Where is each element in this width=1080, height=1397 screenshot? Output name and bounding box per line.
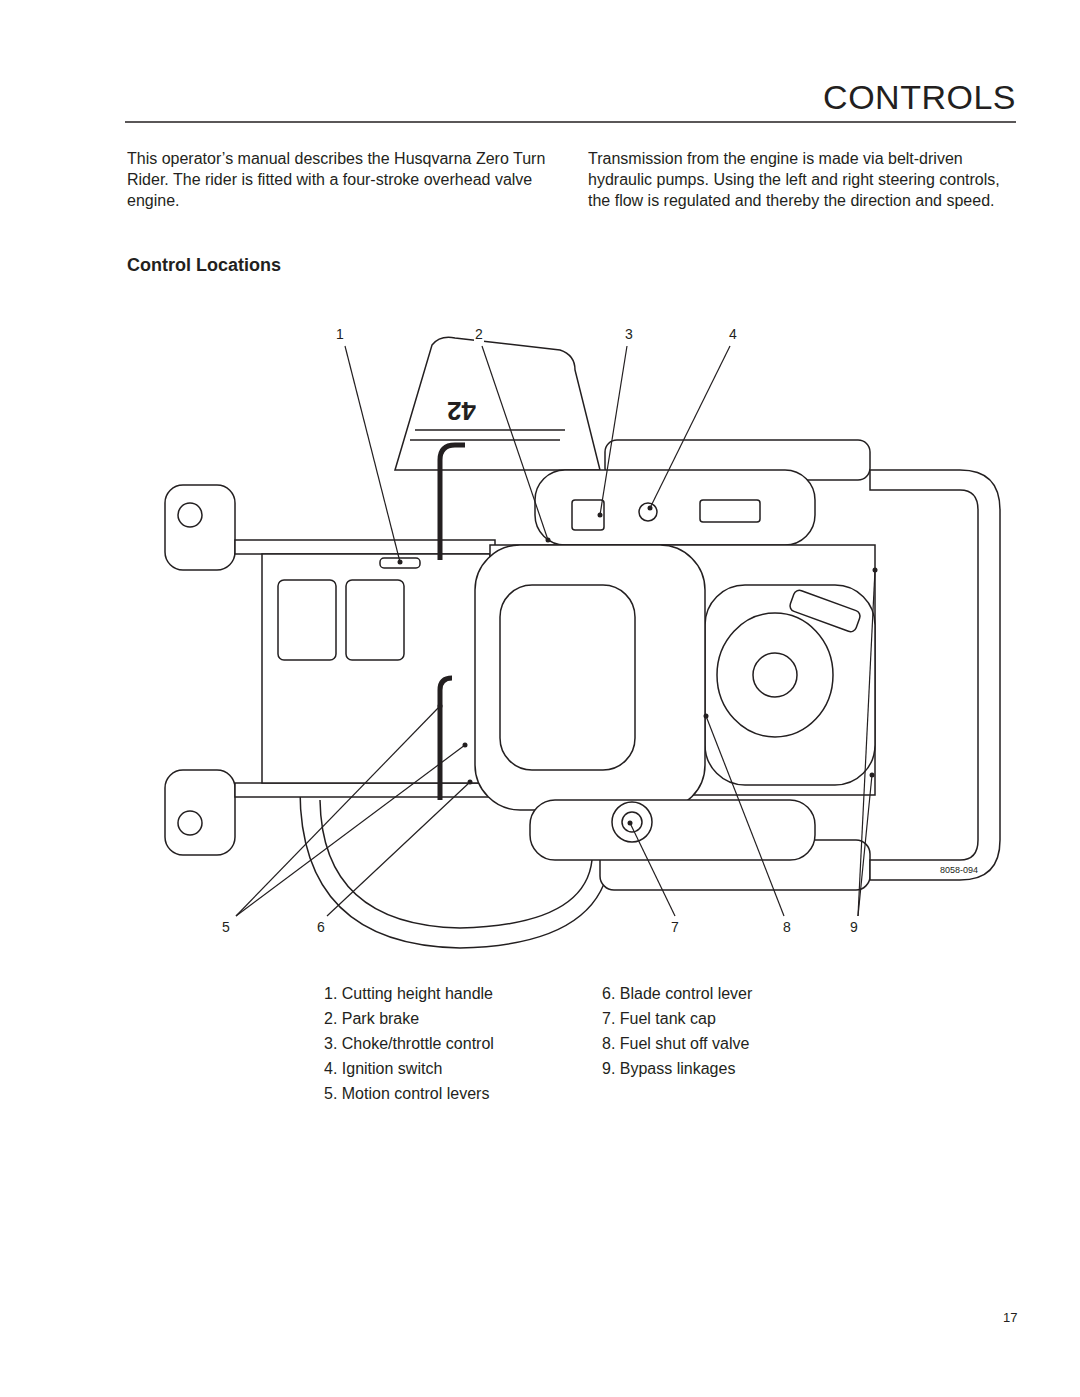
page-title: CONTROLS — [823, 78, 1016, 117]
mower-drawing — [165, 337, 1000, 948]
leader-lines — [236, 346, 875, 916]
legend-item: 5. Motion control levers — [324, 1084, 489, 1104]
intro-paragraph: Transmission from the engine is made via… — [588, 148, 1020, 211]
legend-item: 7. Fuel tank cap — [602, 1009, 716, 1029]
legend-item: 3. Choke/throttle control — [324, 1034, 494, 1054]
callout-number: 4 — [728, 326, 738, 342]
legend-item: 1. Cutting height handle — [324, 984, 493, 1004]
callout-number: 1 — [335, 326, 345, 342]
callout-number: 6 — [316, 919, 326, 935]
legend-item: 2. Park brake — [324, 1009, 419, 1029]
legend-item: 9. Bypass linkages — [602, 1059, 735, 1079]
intro-paragraph: This operator’s manual describes the Hus… — [127, 148, 547, 211]
callout-number: 3 — [624, 326, 634, 342]
legend-item: 4. Ignition switch — [324, 1059, 442, 1079]
legend-item: 6. Blade control lever — [602, 984, 752, 1004]
callout-number: 7 — [670, 919, 680, 935]
leader-dots — [398, 506, 878, 826]
callout-number: 8 — [782, 919, 792, 935]
figure-code: 8058-094 — [940, 865, 978, 875]
callout-number: 2 — [474, 326, 484, 342]
title-rule — [125, 121, 1016, 123]
callout-number: 9 — [849, 919, 859, 935]
deck-decal: 42 — [447, 395, 476, 426]
callout-number: 5 — [221, 919, 231, 935]
page-number: 17 — [1003, 1310, 1017, 1325]
legend-item: 8. Fuel shut off valve — [602, 1034, 749, 1054]
section-heading: Control Locations — [127, 255, 281, 276]
